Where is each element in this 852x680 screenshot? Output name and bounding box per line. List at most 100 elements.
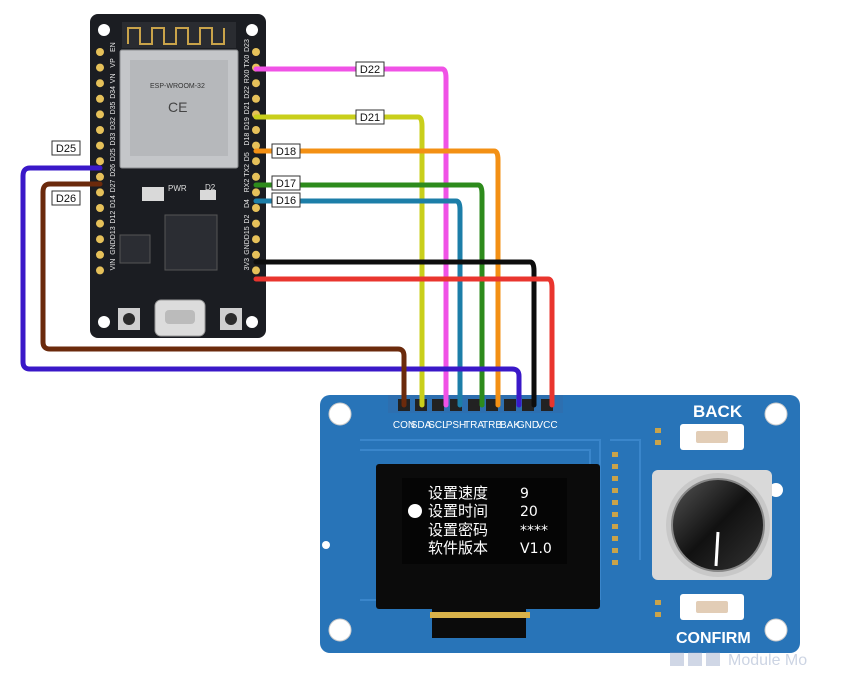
esp32-left-pin — [96, 204, 104, 212]
confirm-button[interactable] — [680, 594, 744, 620]
wire-label-d25: D25 — [56, 143, 76, 155]
wire-label-d22: D22 — [360, 64, 380, 76]
module-pin-label: BAK — [500, 420, 520, 431]
esp32-right-pin — [252, 204, 260, 212]
esp32-left-pin — [96, 266, 104, 275]
wire-label-box — [51, 190, 81, 206]
module-pin-label: GND — [517, 420, 539, 431]
esp32-left-pin — [96, 235, 104, 244]
wire-label-d26: D26 — [56, 193, 76, 205]
module-pin-label: PSH — [446, 420, 467, 431]
esp32-left-pin — [96, 141, 104, 150]
rotary-encoder-knob[interactable] — [652, 470, 772, 580]
esp32-left-pin-label: D26 — [110, 164, 117, 177]
esp32-right-pin — [252, 48, 260, 56]
wire-label-d21: D21 — [360, 112, 380, 124]
esp32-right-pin — [252, 94, 260, 103]
module-pin-label: SDA — [411, 420, 432, 431]
esp32-left-pin — [96, 63, 104, 72]
back-label: BACK — [693, 402, 743, 421]
esp32-right-pin — [252, 157, 260, 166]
wire-gnd — [253, 259, 537, 408]
esp32-right-pin-label: D15 — [244, 226, 251, 239]
esp32-module-label: ESP-WROOM-32 — [150, 83, 205, 90]
esp32-right-pin-label: GND — [244, 239, 251, 255]
wire-label-box — [271, 175, 301, 191]
led-label: D2 — [205, 183, 216, 192]
menu-item-value: V1.0 — [520, 541, 552, 557]
esp32-left-pin — [96, 110, 104, 119]
oled-display: 设置速度 9 设置时间 20 设置密码 **** 软件版本 V1.0 — [376, 464, 600, 638]
esp32-left-pin — [96, 48, 104, 56]
menu-item-label: 设置密码 — [428, 521, 488, 539]
esp32-left-pin-label: GND — [110, 239, 117, 255]
module-pin-label: VCC — [536, 420, 557, 431]
wire-label-d18: D18 — [276, 146, 296, 158]
esp32-left-pin-label: D13 — [110, 226, 117, 239]
esp32-right-pin-label: TX0 — [244, 55, 251, 68]
module-pin-label: TRB — [482, 420, 502, 431]
esp32-left-pin — [96, 126, 104, 134]
esp32-left-pin — [96, 94, 104, 103]
esp32-right-pin-label: D4 — [244, 199, 251, 208]
menu-item-label: 软件版本 — [428, 539, 488, 557]
wire-label-box — [51, 140, 81, 156]
esp32-left-pin-label: D34 — [110, 86, 117, 99]
esp32-right-pin — [252, 219, 260, 228]
esp32-right-pin-label: RX0 — [244, 69, 251, 83]
esp32-right-pin-label: D23 — [244, 39, 251, 52]
esp32-left-pin-label: VN — [110, 73, 117, 83]
esp32-left-pin — [96, 157, 104, 166]
esp32-right-pin — [252, 79, 260, 88]
esp32-left-pin — [96, 172, 104, 181]
menu-selection-dot — [408, 504, 422, 518]
wire-label-d17: D17 — [276, 178, 296, 190]
esp32-left-pin — [96, 79, 104, 88]
en-button[interactable] — [220, 308, 242, 330]
pwr-label: PWR — [168, 184, 187, 193]
menu-item-value: 20 — [520, 504, 538, 520]
svg-text:CE: CE — [168, 99, 187, 115]
esp32-right-pin-label: D5 — [244, 152, 251, 161]
wire-label-box — [271, 143, 301, 159]
esp32-left-pin-label: D25 — [110, 148, 117, 161]
wire-d22 — [253, 66, 449, 408]
esp32-left-pin-label: D32 — [110, 117, 117, 130]
esp32-left-pin-label: VP — [110, 58, 117, 68]
esp32-right-pin — [252, 235, 260, 244]
esp32-right-pin-label: D19 — [244, 117, 251, 130]
esp32-left-pin — [96, 250, 104, 259]
esp32-right-pin — [252, 126, 260, 134]
wire-label-box — [355, 109, 385, 125]
esp32-right-pin-label: TX2 — [244, 164, 251, 177]
esp32-left-pin-label: D33 — [110, 133, 117, 146]
menu-item-value: **** — [520, 523, 548, 539]
module-pin — [504, 399, 516, 411]
wire-d16 — [253, 198, 463, 408]
esp32-right-pin-label: D18 — [244, 133, 251, 146]
watermark: Module Mo — [670, 652, 807, 669]
boot-button[interactable] — [118, 308, 140, 330]
esp32-right-pin-label: D2 — [244, 215, 251, 224]
watermark-text: Module Mo — [728, 652, 807, 669]
esp32-right-pin — [252, 266, 260, 275]
esp32-left-pin-label: D35 — [110, 101, 117, 114]
menu-item-label: 设置时间 — [428, 502, 488, 520]
esp32-left-pin-label: D27 — [110, 179, 117, 192]
esp32-left-pin-header: ENVPVND34D35D32D33D25D26D27D14D12D13GNDV… — [96, 42, 117, 275]
wire-label-box — [355, 61, 385, 77]
wire-d21 — [253, 114, 425, 408]
wire-3v3 — [253, 276, 555, 408]
wire-label-box — [271, 192, 301, 208]
module-pin — [522, 399, 534, 411]
esp32-left-pin-label: EN — [110, 42, 117, 52]
back-button[interactable] — [680, 424, 744, 450]
wire-d17 — [253, 182, 485, 408]
module-pin-label: CON — [393, 420, 415, 431]
menu-item-label: 设置速度 — [428, 484, 488, 502]
esp32-right-pin-label: D22 — [244, 86, 251, 99]
menu-item-value: 9 — [520, 486, 529, 502]
